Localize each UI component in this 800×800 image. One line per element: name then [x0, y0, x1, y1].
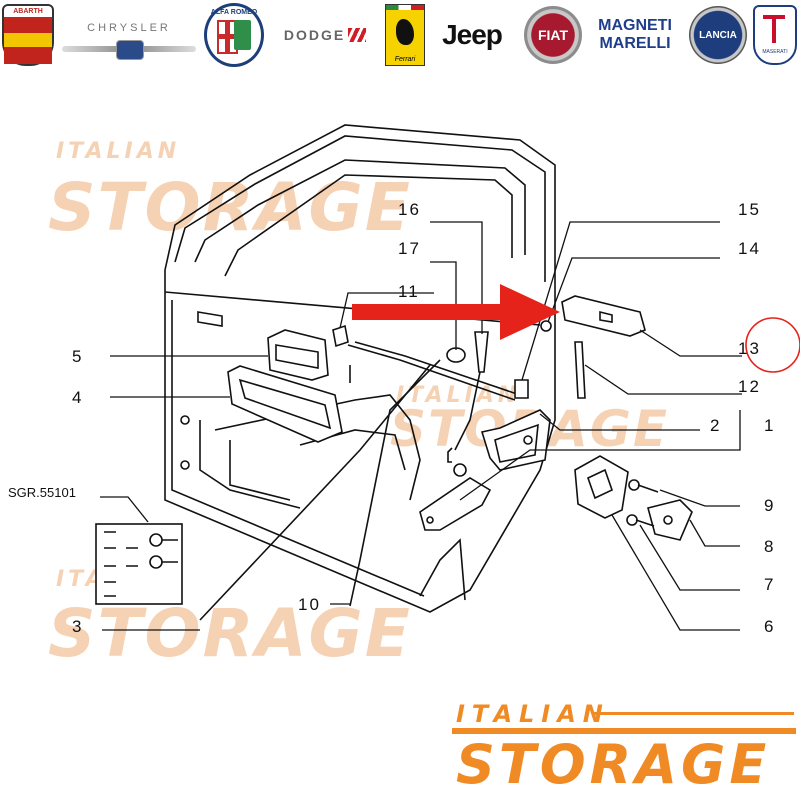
chrysler-logo: CHRYSLER	[60, 4, 198, 66]
lancia-logo-text: LANCIA	[699, 29, 737, 41]
highlight-circle	[745, 317, 800, 373]
part-13-outer-handle	[561, 295, 646, 337]
part-4-handle-bezel	[227, 365, 343, 443]
callout-3: 3	[72, 617, 83, 636]
maserati-logo: MASERATI	[752, 4, 798, 66]
part-12-rod	[574, 341, 586, 399]
magneti-marelli-logo: MAGNETI MARELLI	[586, 4, 684, 66]
screw-kit-box	[95, 523, 183, 605]
callout-14: 14	[738, 239, 761, 258]
door-frame	[164, 124, 556, 613]
abarth-logo-text: ABARTH	[4, 6, 52, 17]
dodge-logo-text: DODGE	[283, 27, 346, 43]
abarth-logo: ABARTH	[2, 4, 54, 66]
callout-11: 11	[398, 282, 420, 301]
part-2-lock-mechanism	[480, 409, 551, 471]
part-9-screw	[628, 479, 659, 493]
ferrari-logo: Ferrari	[384, 4, 426, 66]
magneti-logo-text: MAGNETI	[598, 17, 672, 34]
part-7-bolt	[626, 514, 655, 527]
kit-code-label: SGR.55101	[8, 485, 76, 500]
lancia-logo: LANCIA	[688, 4, 748, 66]
dodge-logo: DODGE	[270, 4, 380, 66]
callout-6: 6	[764, 617, 775, 636]
callout-7: 7	[764, 575, 775, 594]
ferrari-logo-text: Ferrari	[394, 56, 416, 63]
fiat-logo-text: FIAT	[537, 27, 569, 43]
highlight-arrow	[352, 284, 560, 340]
part-17-grommet	[446, 347, 466, 363]
link-rods	[347, 341, 521, 451]
callout-9: 9	[764, 496, 775, 515]
leader-lines	[102, 221, 742, 631]
brand-logo-strip: ABARTH CHRYSLER ALFA ROMEO DODGE Ferrari…	[0, 0, 800, 72]
callout-15: 15	[738, 200, 761, 219]
part-11-clip	[332, 324, 349, 348]
part-15-retainer	[514, 379, 529, 399]
italian-storage-logo-bottom: STORAGE	[456, 733, 771, 796]
marelli-logo-text: MARELLI	[599, 35, 671, 52]
part-6-striker	[574, 455, 629, 519]
callout-13: 13	[738, 339, 761, 358]
part-10-cable	[349, 359, 441, 607]
callout-10: 10	[298, 595, 321, 614]
part-5-inner-handle	[267, 329, 329, 381]
jeep-logo-text: Jeep	[442, 19, 503, 50]
part-8-plate	[647, 499, 693, 541]
callout-2: 2	[710, 416, 721, 435]
fiat-logo: FIAT	[522, 4, 584, 66]
maserati-logo-text: MASERATI	[762, 49, 788, 55]
callout-17: 17	[398, 239, 421, 258]
part-16-lock-knob	[474, 331, 489, 373]
part-3-rod	[199, 364, 431, 621]
part-1-lock-assembly	[419, 447, 492, 531]
logo-rule-bar	[452, 728, 796, 734]
alfa-romeo-logo-text: ALFA ROMEO	[210, 9, 258, 16]
callout-4: 4	[72, 388, 83, 407]
alfa-romeo-logo: ALFA ROMEO	[204, 3, 264, 67]
callout-1: 1	[764, 416, 775, 435]
watermark-italian-top: ITALIAN	[56, 139, 180, 164]
jeep-logo: Jeep	[428, 4, 516, 66]
italian-storage-logo-top: ITALIAN	[456, 700, 610, 728]
watermark-storage-top: STORAGE	[48, 169, 412, 246]
chrysler-logo-text: CHRYSLER	[87, 22, 171, 34]
part-14-nut	[540, 320, 552, 332]
callout-16: 16	[398, 200, 421, 219]
logo-rule-line	[594, 712, 794, 715]
callout-12: 12	[738, 377, 761, 396]
kit-leader-line	[100, 496, 149, 523]
callout-8: 8	[764, 537, 775, 556]
callout-5: 5	[72, 347, 83, 366]
watermark-storage-bottom: STORAGE	[48, 595, 412, 672]
